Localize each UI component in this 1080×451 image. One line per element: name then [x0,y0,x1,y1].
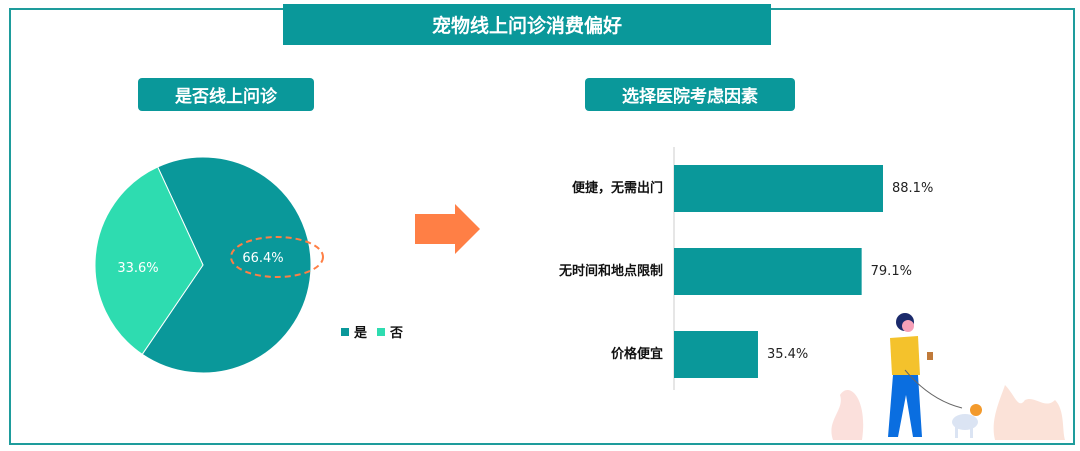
bar [674,248,862,295]
bar-category: 价格便宜 [611,346,663,362]
bar-value-label: 35.4% [767,347,808,362]
pie-slice-yes [141,156,312,374]
pie-label-yes: 66.4% [242,251,283,266]
pie-title: 是否线上问诊 [138,78,314,111]
pie-label-no: 33.6% [117,261,158,276]
legend-swatch-no [377,328,385,336]
arrow-right-icon [415,204,480,254]
page-title: 宠物线上问诊消费偏好 [283,4,771,45]
bar-title: 选择医院考虑因素 [585,78,795,111]
highlight-ellipse [230,236,324,278]
legend-swatch-yes [341,328,349,336]
bar-value-label: 88.1% [892,181,933,196]
bar-chart [674,165,883,378]
bar [674,165,883,212]
bar-value-label: 79.1% [871,264,912,279]
legend-label-no: 否 [389,326,403,341]
bar-category: 无时间和地点限制 [558,263,663,279]
dog-walker-illustration [831,313,1065,440]
pie-chart [94,156,312,374]
bar [674,331,758,378]
pie-slice-no [94,166,204,355]
legend-label-yes: 是 [353,326,368,341]
bar-category: 便捷，无需出门 [572,180,663,196]
